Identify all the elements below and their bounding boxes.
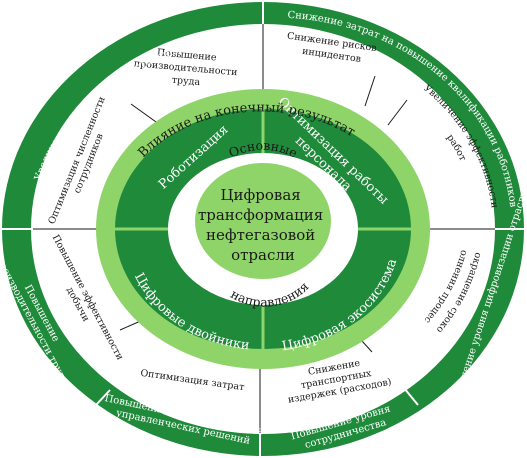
center-line-2: трансформация xyxy=(198,206,323,224)
center-line-4: отрасли xyxy=(231,246,295,264)
core-top-label: Основные xyxy=(226,138,300,161)
effect-labor-productivity-line-3: труда xyxy=(171,75,201,88)
center-title: Цифровая трансформация нефтегазовой отра… xyxy=(198,186,328,264)
effect-labor-productivity-line-1: Повышение xyxy=(157,47,218,63)
directions-dividers xyxy=(115,109,411,349)
center-line-3: нефтегазовой xyxy=(206,226,315,244)
center-circle xyxy=(195,163,331,279)
center-line-1: Цифровая xyxy=(220,186,300,204)
